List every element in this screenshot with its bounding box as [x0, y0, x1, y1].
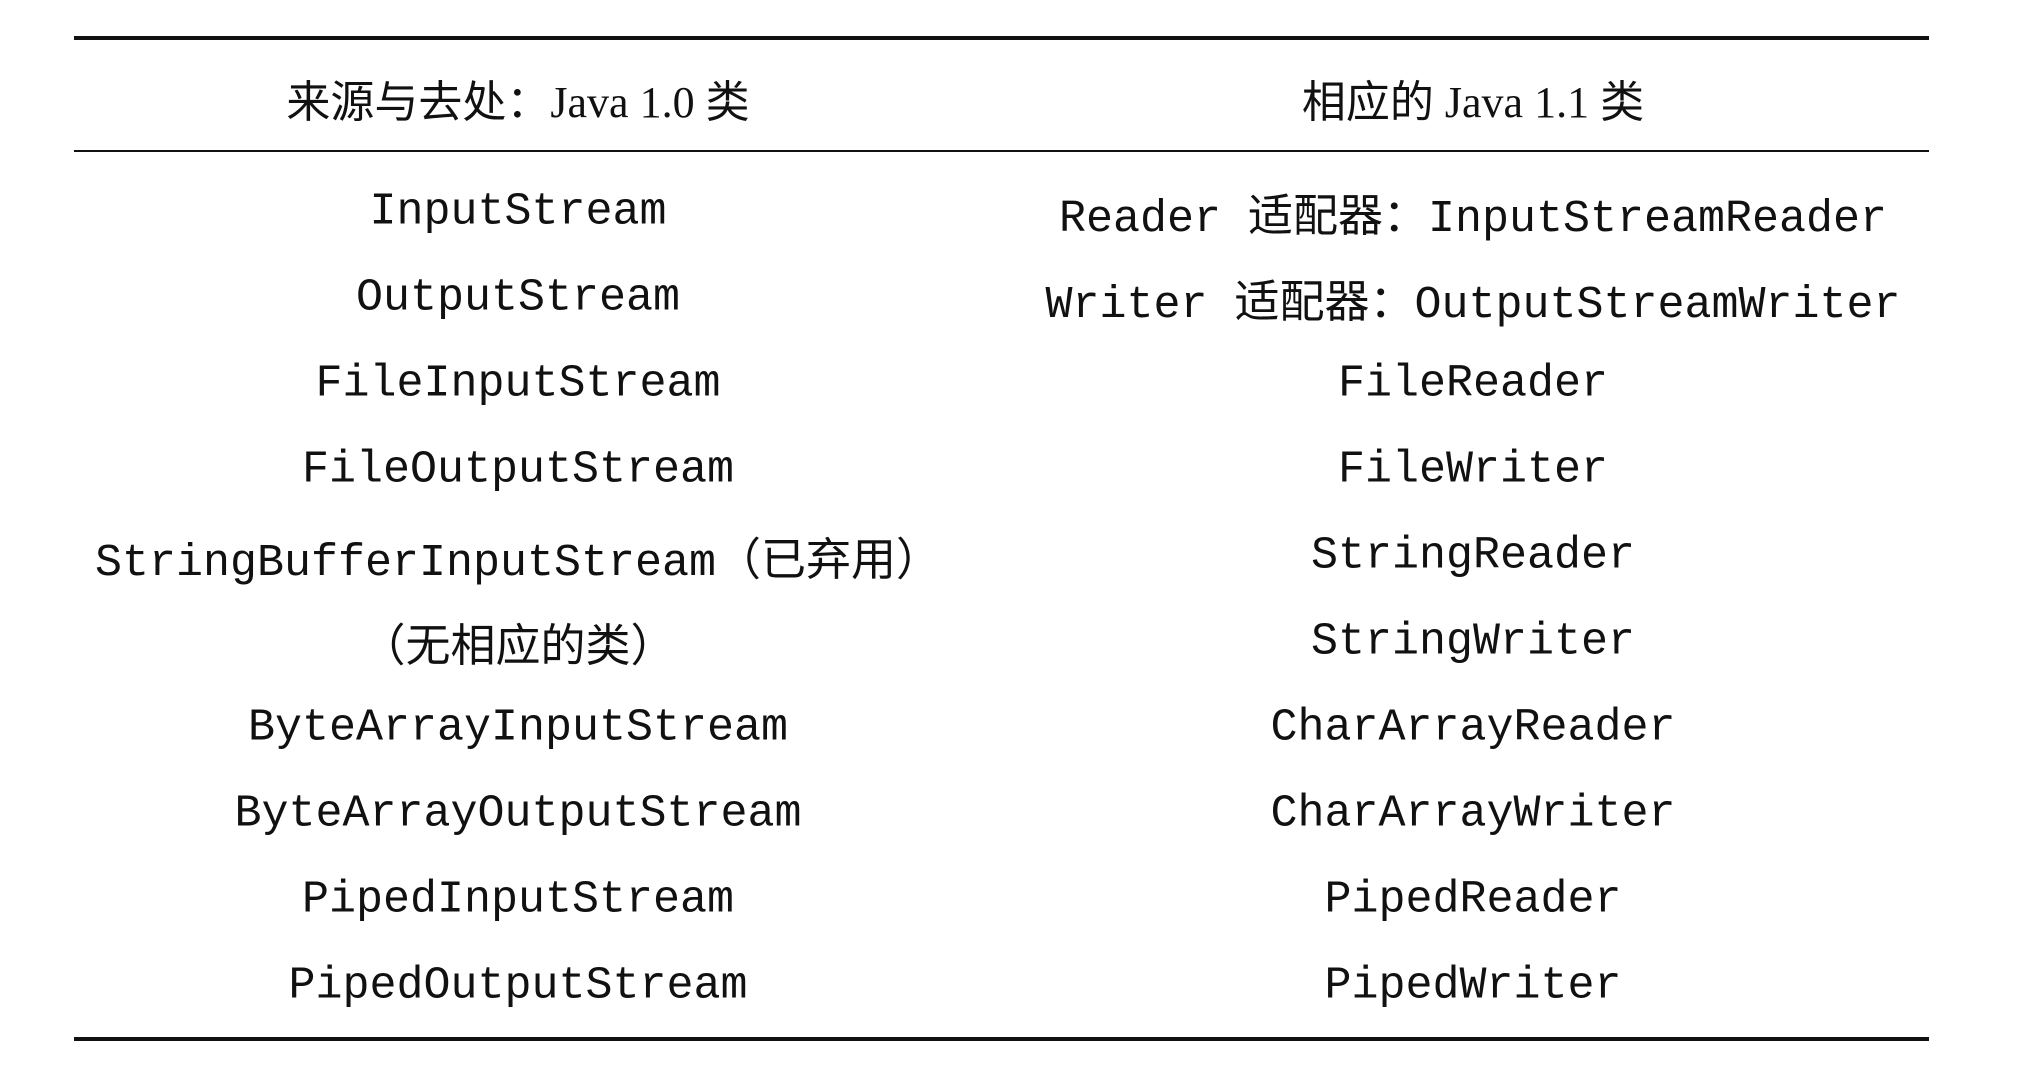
java11-class-cell: StringWriter [1310, 616, 1636, 668]
java11-class-cell: CharArrayReader [1270, 702, 1676, 754]
java10-class-cell: OutputStream [355, 272, 681, 324]
java11-class-cell: CharArrayWriter [1270, 788, 1676, 840]
table-top-rule [74, 36, 1929, 40]
java11-class-cell: PipedWriter [1324, 960, 1622, 1012]
java11-class-cell: Writer 适配器：OutputStreamWriter [1045, 280, 1901, 331]
java10-class-cell: ByteArrayInputStream [247, 702, 789, 754]
header-java11: 相应的 Java 1.1 类 [1301, 78, 1645, 127]
table-header-rule [74, 150, 1929, 152]
java10-class-cell: FileOutputStream [301, 444, 735, 496]
java10-class-cell: InputStream [369, 186, 667, 238]
java11-class-cell: StringReader [1310, 530, 1636, 582]
java10-class-cell: （无相应的类） [360, 624, 676, 675]
table-bottom-rule [74, 1037, 1929, 1041]
java11-class-cell: FileWriter [1337, 444, 1609, 496]
java11-class-cell: FileReader [1337, 358, 1609, 410]
java10-class-cell: PipedOutputStream [288, 960, 748, 1012]
header-java10: 来源与去处：Java 1.0 类 [286, 78, 750, 127]
java10-class-cell: FileInputStream [315, 358, 721, 410]
java11-class-cell: Reader 适配器：InputStreamReader [1058, 194, 1888, 245]
java10-class-cell: PipedInputStream [301, 874, 735, 926]
java10-class-cell: StringBufferInputStream（已弃用） [94, 538, 942, 589]
java11-class-cell: PipedReader [1324, 874, 1622, 926]
java10-class-cell: ByteArrayOutputStream [234, 788, 802, 840]
